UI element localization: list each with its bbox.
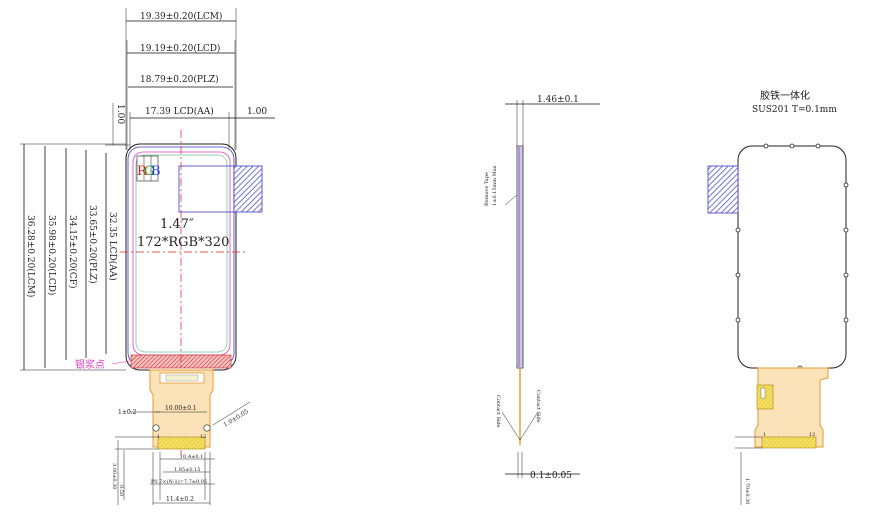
dim-aa-width: 17.39 LCD(AA) [145, 106, 214, 117]
pin-pitch: 1.85±0.15 [174, 467, 200, 473]
remove-tape: Remove Tape [484, 172, 490, 206]
tape-thickness: 1±0.15mm Max [492, 165, 498, 206]
fpc-flap-hatch [233, 165, 263, 213]
active-area [132, 151, 231, 356]
front-view: 19.39±0.20(LCM) 19.19±0.20(LCD) 18.79±0.… [20, 8, 275, 505]
back-pin-last: 12 [809, 432, 815, 438]
dim-lcd-width: 19.19±0.20(LCD) [140, 43, 220, 54]
dim-lcm-width: 19.39±0.20(LCM) [140, 11, 222, 22]
fpc-pin-last: 12 [200, 434, 206, 440]
fpc-length-b: 0.50 [118, 485, 124, 496]
dim-top-offset: 1.00 [115, 104, 125, 124]
silver-dot-label: 银浆点 [75, 358, 105, 371]
back-material: SUS201 T=0.1mm [752, 105, 837, 115]
pin-dims: P0.7×(N-1)=7.7±0.05 [151, 478, 207, 485]
back-view: 胶铁一体化 SUS201 T=0.1mm 1 12 1.70±0.30 [707, 89, 849, 505]
fpc-flap-outline [178, 165, 235, 213]
back-plate-bumps [735, 143, 849, 371]
dim-cf-height: 34.15±0.20(CF) [67, 215, 78, 289]
fpc-length-a: 3.00±0.30 [111, 463, 117, 489]
side-panel [516, 145, 524, 369]
fpc-pad-dim: 1±0.2 [118, 409, 137, 416]
rgb-box [136, 155, 159, 182]
fpc-thickness: 0.1±0.05 [530, 471, 572, 481]
fpc-slant-dim: 1.0±0.05 [222, 408, 250, 429]
back-fpc-flap [707, 165, 739, 214]
rgb-g: G [144, 164, 154, 179]
top-dimensions: 19.39±0.20(LCM) 19.19±0.20(LCD) 18.79±0.… [105, 8, 275, 150]
side-thickness: 1.46±0.1 [537, 95, 579, 105]
back-plate [737, 145, 847, 369]
dim-plz-width: 18.79±0.20(PLZ) [140, 74, 219, 85]
back-fpc-length: 1.70±0.30 [744, 478, 750, 504]
fpc-pin-first: 1 [157, 434, 160, 440]
dim-lcm-height: 36.28±0.20(LCM) [25, 215, 36, 297]
dim-aa-height: 32.35 LCD(AA) [107, 212, 118, 281]
rgb-b: B [151, 164, 161, 179]
fpc-tail [149, 369, 214, 450]
back-pin-first: 1 [763, 432, 766, 438]
rgb-r: R [137, 164, 148, 179]
resolution: 172*RGB*320 [137, 235, 229, 250]
fpc-width: 11.4±0.2 [166, 496, 194, 503]
side-view: 1.46±0.1 Remove Tape 1±0.15mm Max Contac… [484, 95, 600, 481]
dim-lcd-height: 35.98±0.20(LCD) [46, 215, 57, 295]
contact-side-right: Contact Side [535, 390, 541, 423]
pitch-dim: 10.4±0.1 [180, 454, 203, 460]
dim-plz-height: 33.65±0.20(PLZ) [87, 205, 98, 284]
back-fpc-contacts [761, 436, 817, 449]
active-area-inner [135, 154, 228, 353]
fpc-contacts [157, 436, 206, 450]
back-title: 胶铁一体化 [760, 89, 810, 102]
diagonal-size: 1.47″ [160, 217, 194, 232]
left-dimensions: 36.28±0.20(LCM) 35.98±0.20(LCD) 34.15±0.… [20, 143, 126, 371]
dim-right-offset: 1.00 [247, 107, 267, 117]
fpc-hole-spacing: 10.00±0.1 [165, 405, 197, 412]
contact-side-left: Contact Side [495, 395, 501, 428]
